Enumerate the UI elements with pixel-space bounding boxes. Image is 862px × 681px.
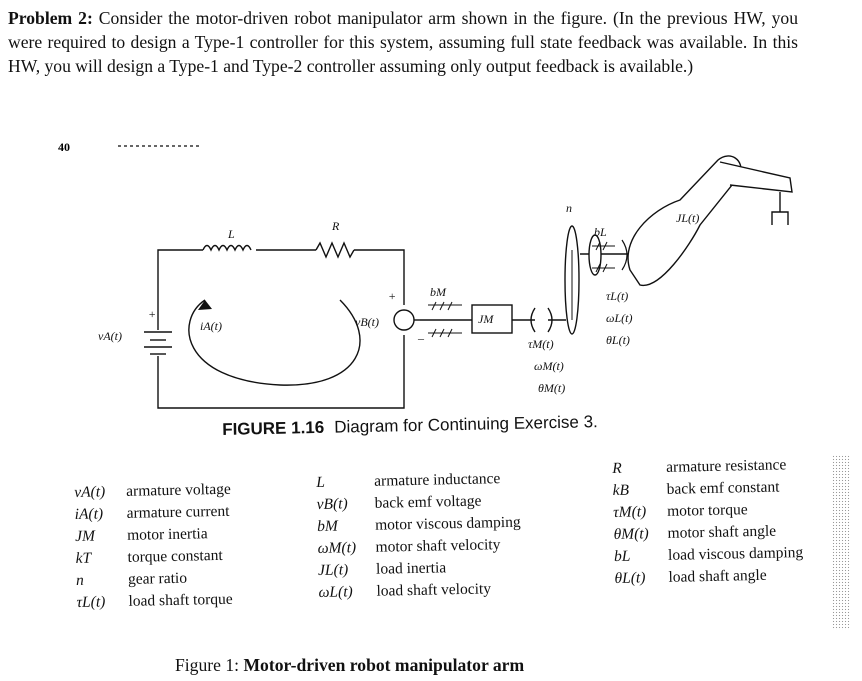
label-vB: vB(t) [355,315,379,329]
scan-noise [832,455,850,630]
current-loop [188,299,361,386]
resistor [315,241,355,259]
label-bM: bM [430,285,447,299]
label-omegaL: ωL(t) [606,311,632,325]
problem-text: Consider the motor-driven robot manipula… [8,8,799,77]
label-iA: iA(t) [200,319,222,333]
label-motor-plus: + [388,289,396,303]
legend-row: ωL(t)load shaft velocity [318,580,492,601]
legend-row: θL(t)load shaft angle [614,566,767,587]
label-JM: JM [478,312,494,326]
legend-column-1: vA(t)armature voltage iA(t)armature curr… [74,479,233,614]
page-number: 40 [58,140,70,154]
problem-statement: Problem 2: Consider the motor-driven rob… [8,6,798,79]
gripper-icon [771,211,789,225]
label-R: R [331,219,340,233]
load-damping [592,241,615,273]
label-bL: bL [594,225,607,239]
robot-arm-link [627,155,742,286]
label-tauM: τM(t) [528,337,554,351]
label-thetaL: θL(t) [606,333,630,347]
current-arrow-icon [198,300,212,310]
label-tauL: τL(t) [606,289,628,303]
motor-inertia-block [471,304,513,334]
legend-row: ωM(t)motor shaft velocity [317,536,501,557]
label-motor-minus: – [417,331,425,345]
label-thetaM: θM(t) [538,381,565,395]
figure-caption-prefix: Figure 1: [175,655,240,675]
robot-forearm [719,161,793,193]
label-vA: vA(t) [98,329,122,343]
inductor [202,244,252,252]
problem-label: Problem 2: [8,8,93,28]
legend-row: iA(t)armature current [74,502,230,523]
label-JL: JL(t) [676,211,699,225]
label-L: L [227,227,235,241]
circuit-wires [144,249,405,409]
figure-number: FIGURE 1.16 [222,417,325,439]
legend-row: τL(t)load shaft torque [76,590,233,611]
motor-circle [393,309,415,331]
large-gear [588,234,602,276]
label-n: n [566,201,572,215]
label-omegaM: ωM(t) [534,359,564,373]
motor-damping [428,301,462,338]
label-plus: + [148,307,156,321]
figure-caption: Figure 1: Motor-driven robot manipulator… [175,655,524,676]
figure-caption-text: Motor-driven robot manipulator arm [243,655,525,675]
